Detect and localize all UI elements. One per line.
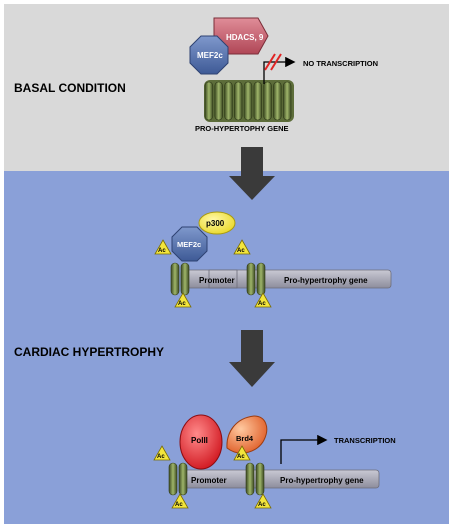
mef2c-middle-label: MEF2c — [177, 240, 201, 249]
ac-bot-2-label: Ac — [175, 502, 183, 508]
coil-segment — [255, 462, 265, 496]
coil-segment — [214, 81, 223, 121]
no-transcription-label: NO TRANSCRIPTION — [303, 59, 378, 68]
mef2c-basal-label: MEF2c — [197, 51, 223, 60]
middle-promoter-box — [208, 269, 238, 289]
coil-segment — [234, 81, 243, 121]
coil-segment — [168, 462, 178, 496]
coil-segment — [245, 462, 255, 496]
coil-segment — [180, 262, 190, 296]
ac-mid-1: Ac — [154, 239, 172, 255]
mef2c-basal: MEF2c — [189, 35, 229, 75]
bottom-promoter-label: Promoter — [191, 476, 227, 485]
coil-segment — [253, 81, 263, 121]
coil-segment — [204, 81, 214, 121]
mef2c-middle: MEF2c — [171, 226, 208, 262]
ac-bot-3-label: Ac — [237, 454, 245, 460]
ac-mid-4: Ac — [254, 292, 272, 308]
middle-promoter-label: Promoter — [199, 276, 235, 285]
ac-mid-1-label: Ac — [158, 248, 166, 254]
coil-segment — [224, 81, 233, 121]
coil-segment — [282, 81, 292, 121]
middle-gene-label: Pro-hypertrophy gene — [284, 276, 368, 285]
ac-mid-2-label: Ac — [178, 301, 186, 307]
polii-label: PolII — [191, 436, 208, 445]
coil-segment — [246, 262, 256, 296]
coil-segment — [273, 81, 282, 121]
basal-section-label: BASAL CONDITION — [14, 81, 126, 95]
ac-bot-4: Ac — [254, 493, 272, 509]
hypertrophy-section-label: CARDIAC HYPERTROPHY — [14, 345, 164, 359]
ac-bot-4-label: Ac — [258, 502, 266, 508]
basal-chromatin — [204, 80, 294, 122]
ac-mid-4-label: Ac — [258, 301, 266, 307]
coil-segment — [178, 462, 188, 496]
ac-mid-3-label: Ac — [237, 248, 245, 254]
transcription-arrow — [280, 434, 328, 464]
coil-segment — [243, 81, 253, 121]
bottom-nucleosome-1 — [168, 462, 188, 496]
down-arrow-2 — [229, 330, 275, 387]
p300-shape: p300 — [198, 211, 236, 235]
basal-gene-label: PRO-HYPERTOPHY GENE — [195, 124, 289, 133]
p300-label: p300 — [206, 219, 225, 228]
ac-bot-1-label: Ac — [157, 454, 165, 460]
coil-segment — [170, 262, 180, 296]
down-arrow-1 — [229, 147, 275, 200]
coil-segment — [263, 81, 272, 121]
bottom-gene-label: Pro-hypertrophy gene — [280, 476, 364, 485]
ac-bot-1: Ac — [153, 445, 171, 461]
ac-mid-3: Ac — [233, 239, 251, 255]
ac-mid-2: Ac — [174, 292, 192, 308]
hdacs-label: HDACS, 9 — [226, 33, 264, 42]
transcription-label: TRANSCRIPTION — [334, 436, 396, 445]
middle-nucleosome-2 — [246, 262, 266, 296]
basal-transcription-arrow — [263, 53, 296, 84]
middle-nucleosome-1 — [170, 262, 190, 296]
brd4-shape: Brd4 — [226, 415, 268, 454]
coil-segment — [256, 262, 266, 296]
polii-shape: PolII — [179, 414, 223, 470]
bottom-nucleosome-2 — [245, 462, 265, 496]
brd4-label: Brd4 — [236, 434, 254, 443]
ac-bot-3: Ac — [233, 445, 251, 461]
ac-bot-2: Ac — [171, 493, 189, 509]
